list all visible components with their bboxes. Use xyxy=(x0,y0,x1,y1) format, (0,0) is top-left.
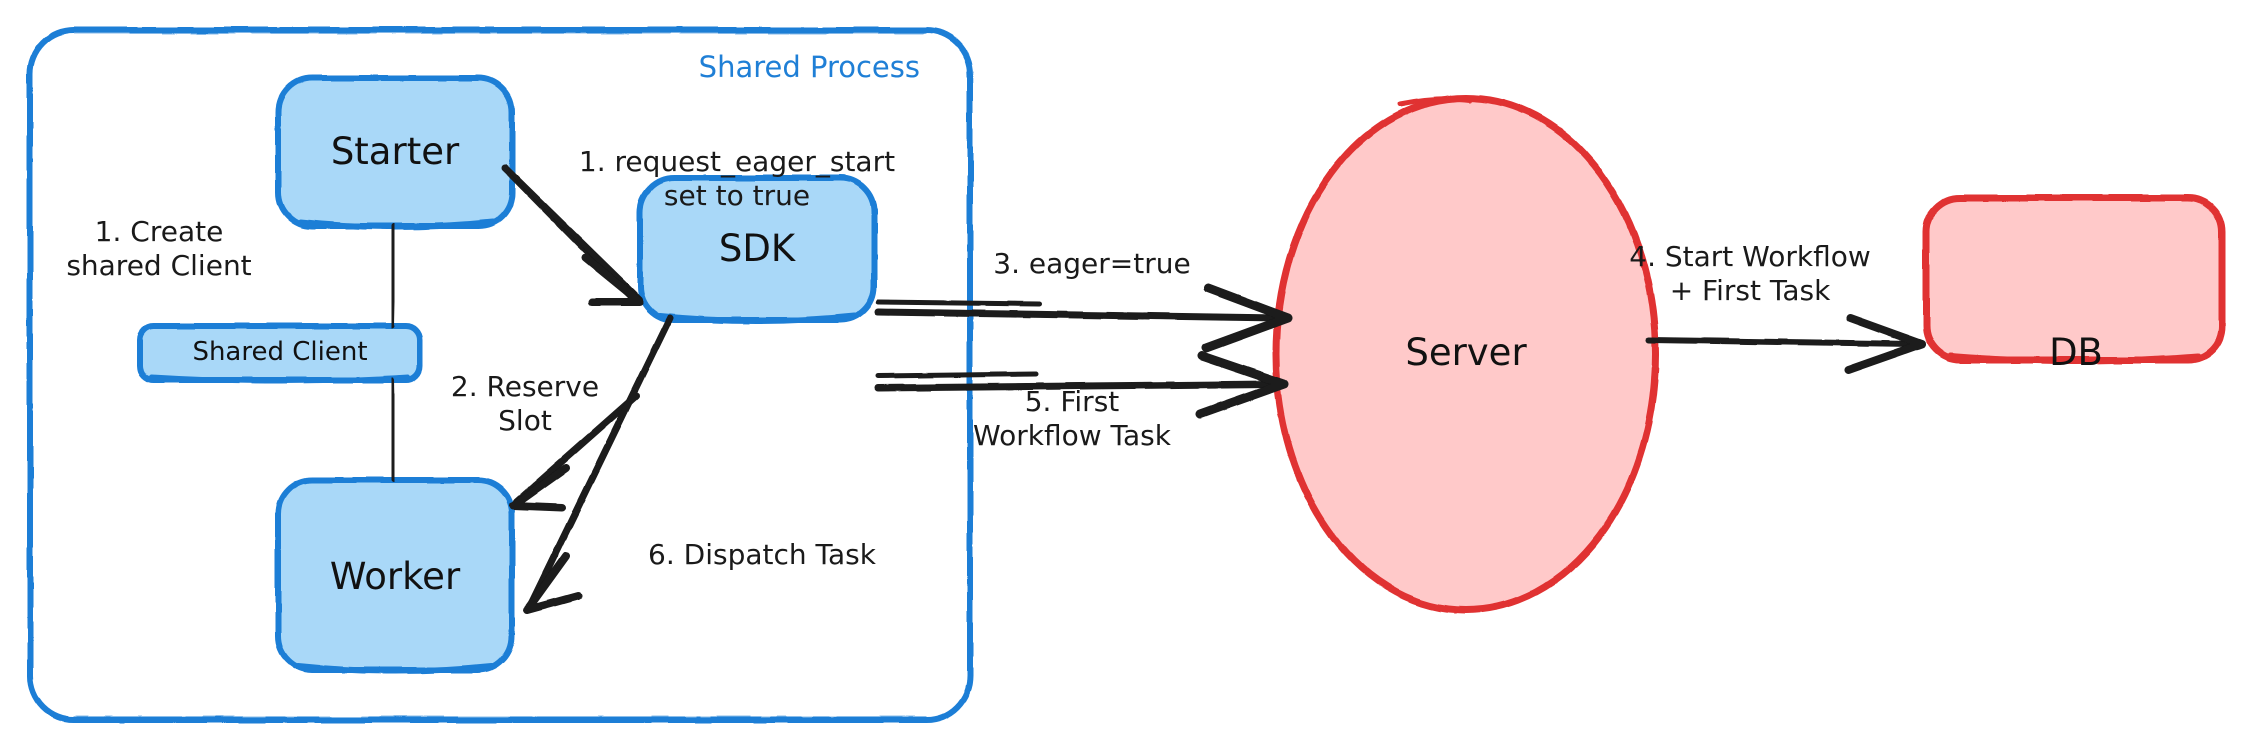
node-starter-shape[interactable] xyxy=(275,75,515,230)
node-server-shape[interactable] xyxy=(1272,94,1660,614)
edge-create-shared-client xyxy=(389,223,397,483)
edge-label-reserve-slot: 2. Reserve Slot xyxy=(450,370,600,438)
group-label-shared-process: Shared Process xyxy=(698,50,920,84)
edge-label-start-workflow: 4. Start Workflow + First Task xyxy=(1629,240,1871,308)
node-db-shape[interactable] xyxy=(1922,194,2226,364)
node-sdk-shape[interactable] xyxy=(637,175,877,324)
edge-eager-true xyxy=(874,283,1293,353)
edge-start-workflow xyxy=(1645,314,1926,374)
edge-label-eager-true: 3. eager=true xyxy=(993,247,1191,280)
edge-reserve-slot xyxy=(509,392,640,512)
edge-label-create-shared-client: 1. Create shared Client xyxy=(66,215,252,283)
edge-dispatch-task xyxy=(523,314,674,614)
edge-label-request-eager-start: 1. request_eager_start set to true xyxy=(578,145,896,213)
edge-request-eager-start xyxy=(501,164,644,306)
edge-label-first-workflow-task: 5. First Workflow Task xyxy=(973,385,1171,453)
node-shared-client-shape[interactable] xyxy=(137,323,423,384)
edge-first-workflow-task xyxy=(874,351,1289,419)
edge-label-dispatch-task: 6. Dispatch Task xyxy=(648,538,876,571)
node-worker-shape[interactable] xyxy=(275,477,515,674)
